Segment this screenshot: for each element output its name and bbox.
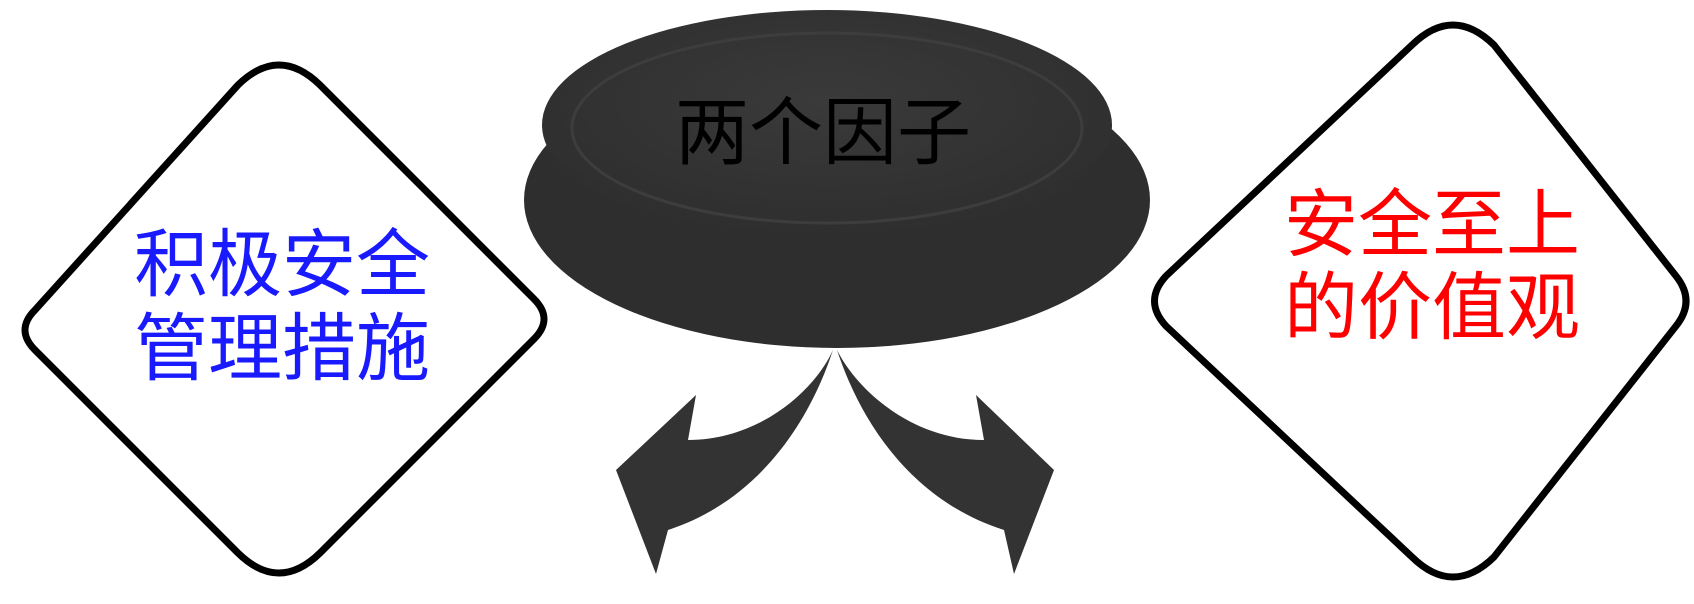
right-factor-label-line-1: 安全至上: [1284, 182, 1580, 268]
left-factor-label-line-2: 管理措施: [134, 306, 430, 392]
right-factor-node: 安全至上 的价值观: [1151, 21, 1690, 581]
left-factor-node: 积极安全 管理措施: [21, 61, 548, 577]
left-factor-label-line-1: 积极安全: [134, 222, 430, 308]
center-disc-rim: [570, 31, 1084, 225]
split-arrows: [616, 350, 1054, 574]
arrow-down-right: [837, 350, 1054, 574]
right-factor-label-line-2: 的价值观: [1284, 265, 1580, 351]
center-disc-top: [542, 10, 1112, 240]
right-diamond-shape: [1151, 21, 1690, 581]
left-diamond-shape: [21, 61, 548, 577]
center-title: 两个因子: [675, 90, 971, 176]
arrow-down-left: [616, 350, 833, 574]
center-factor-node: 两个因子: [524, 10, 1150, 348]
